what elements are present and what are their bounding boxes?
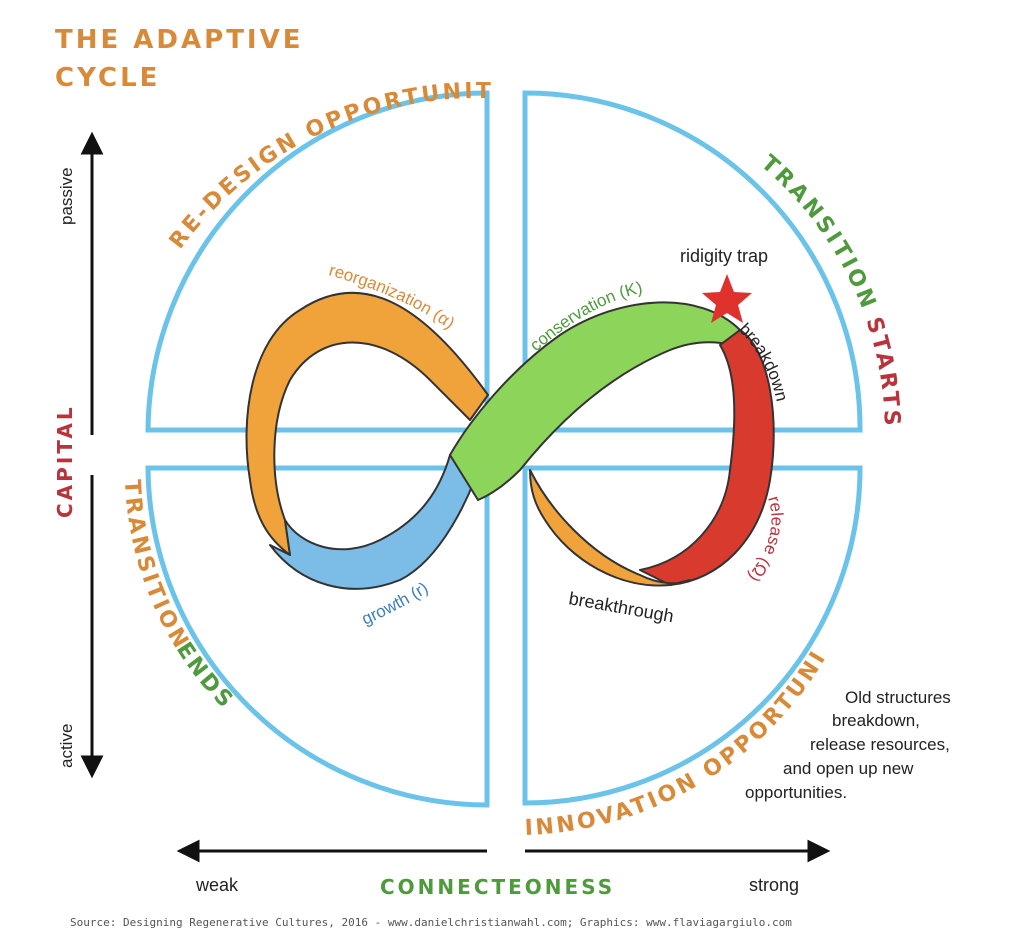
title-line-1: THE ADAPTIVE — [55, 25, 303, 55]
quadrant-frames — [145, 90, 863, 808]
source-credit: Source: Designing Regenerative Cultures,… — [70, 916, 792, 929]
annotation-breakthrough: breakthrough — [567, 588, 675, 626]
title-line-2: CYCLE — [55, 63, 160, 93]
note-line-4: and open up new — [783, 759, 914, 778]
y-axis-up-arrow-icon — [80, 131, 104, 155]
note-line-1: Old structures — [845, 688, 951, 707]
y-axis-label: CAPITAL — [53, 404, 77, 518]
annotation-ridigity-trap: ridigity trap — [680, 246, 768, 266]
adaptive-cycle-loop — [245, 291, 775, 590]
x-axis-right-arrow-icon — [807, 839, 831, 863]
note-block: Old structures breakdown, release resour… — [745, 688, 951, 802]
reorganization-band — [245, 291, 489, 556]
y-axis-top-label: passive — [57, 167, 76, 225]
label-transition-ends-a: TRANSITION — [119, 479, 194, 655]
label-transition-starts-a: TRANSITION — [756, 151, 881, 315]
release-band — [639, 329, 775, 586]
x-axis-label: CONNECTEONESS — [380, 875, 615, 899]
frame-bottom-left — [145, 465, 490, 808]
label-innovation-opportunity: INNOVATION OPPORTUNITY — [0, 0, 829, 841]
label-transition-starts-b: STARTS — [861, 314, 905, 429]
x-axis-left-label: weak — [195, 875, 239, 895]
note-line-5: opportunities. — [745, 783, 847, 802]
breakthrough-band — [529, 469, 691, 587]
x-axis-left-arrow-icon — [176, 839, 200, 863]
frame-top-right — [522, 90, 863, 433]
ridigity-trap-star-icon — [702, 274, 752, 323]
growth-band — [269, 449, 486, 590]
frame-bottom-right — [522, 465, 863, 806]
note-line-3: release resources, — [810, 735, 950, 754]
y-axis-bottom-label: active — [57, 724, 76, 768]
x-axis — [176, 839, 831, 863]
y-axis-down-arrow-icon — [80, 755, 104, 779]
x-axis-right-label: strong — [749, 875, 799, 895]
frame-top-left — [145, 90, 490, 433]
note-line-2: breakdown, — [832, 711, 920, 730]
